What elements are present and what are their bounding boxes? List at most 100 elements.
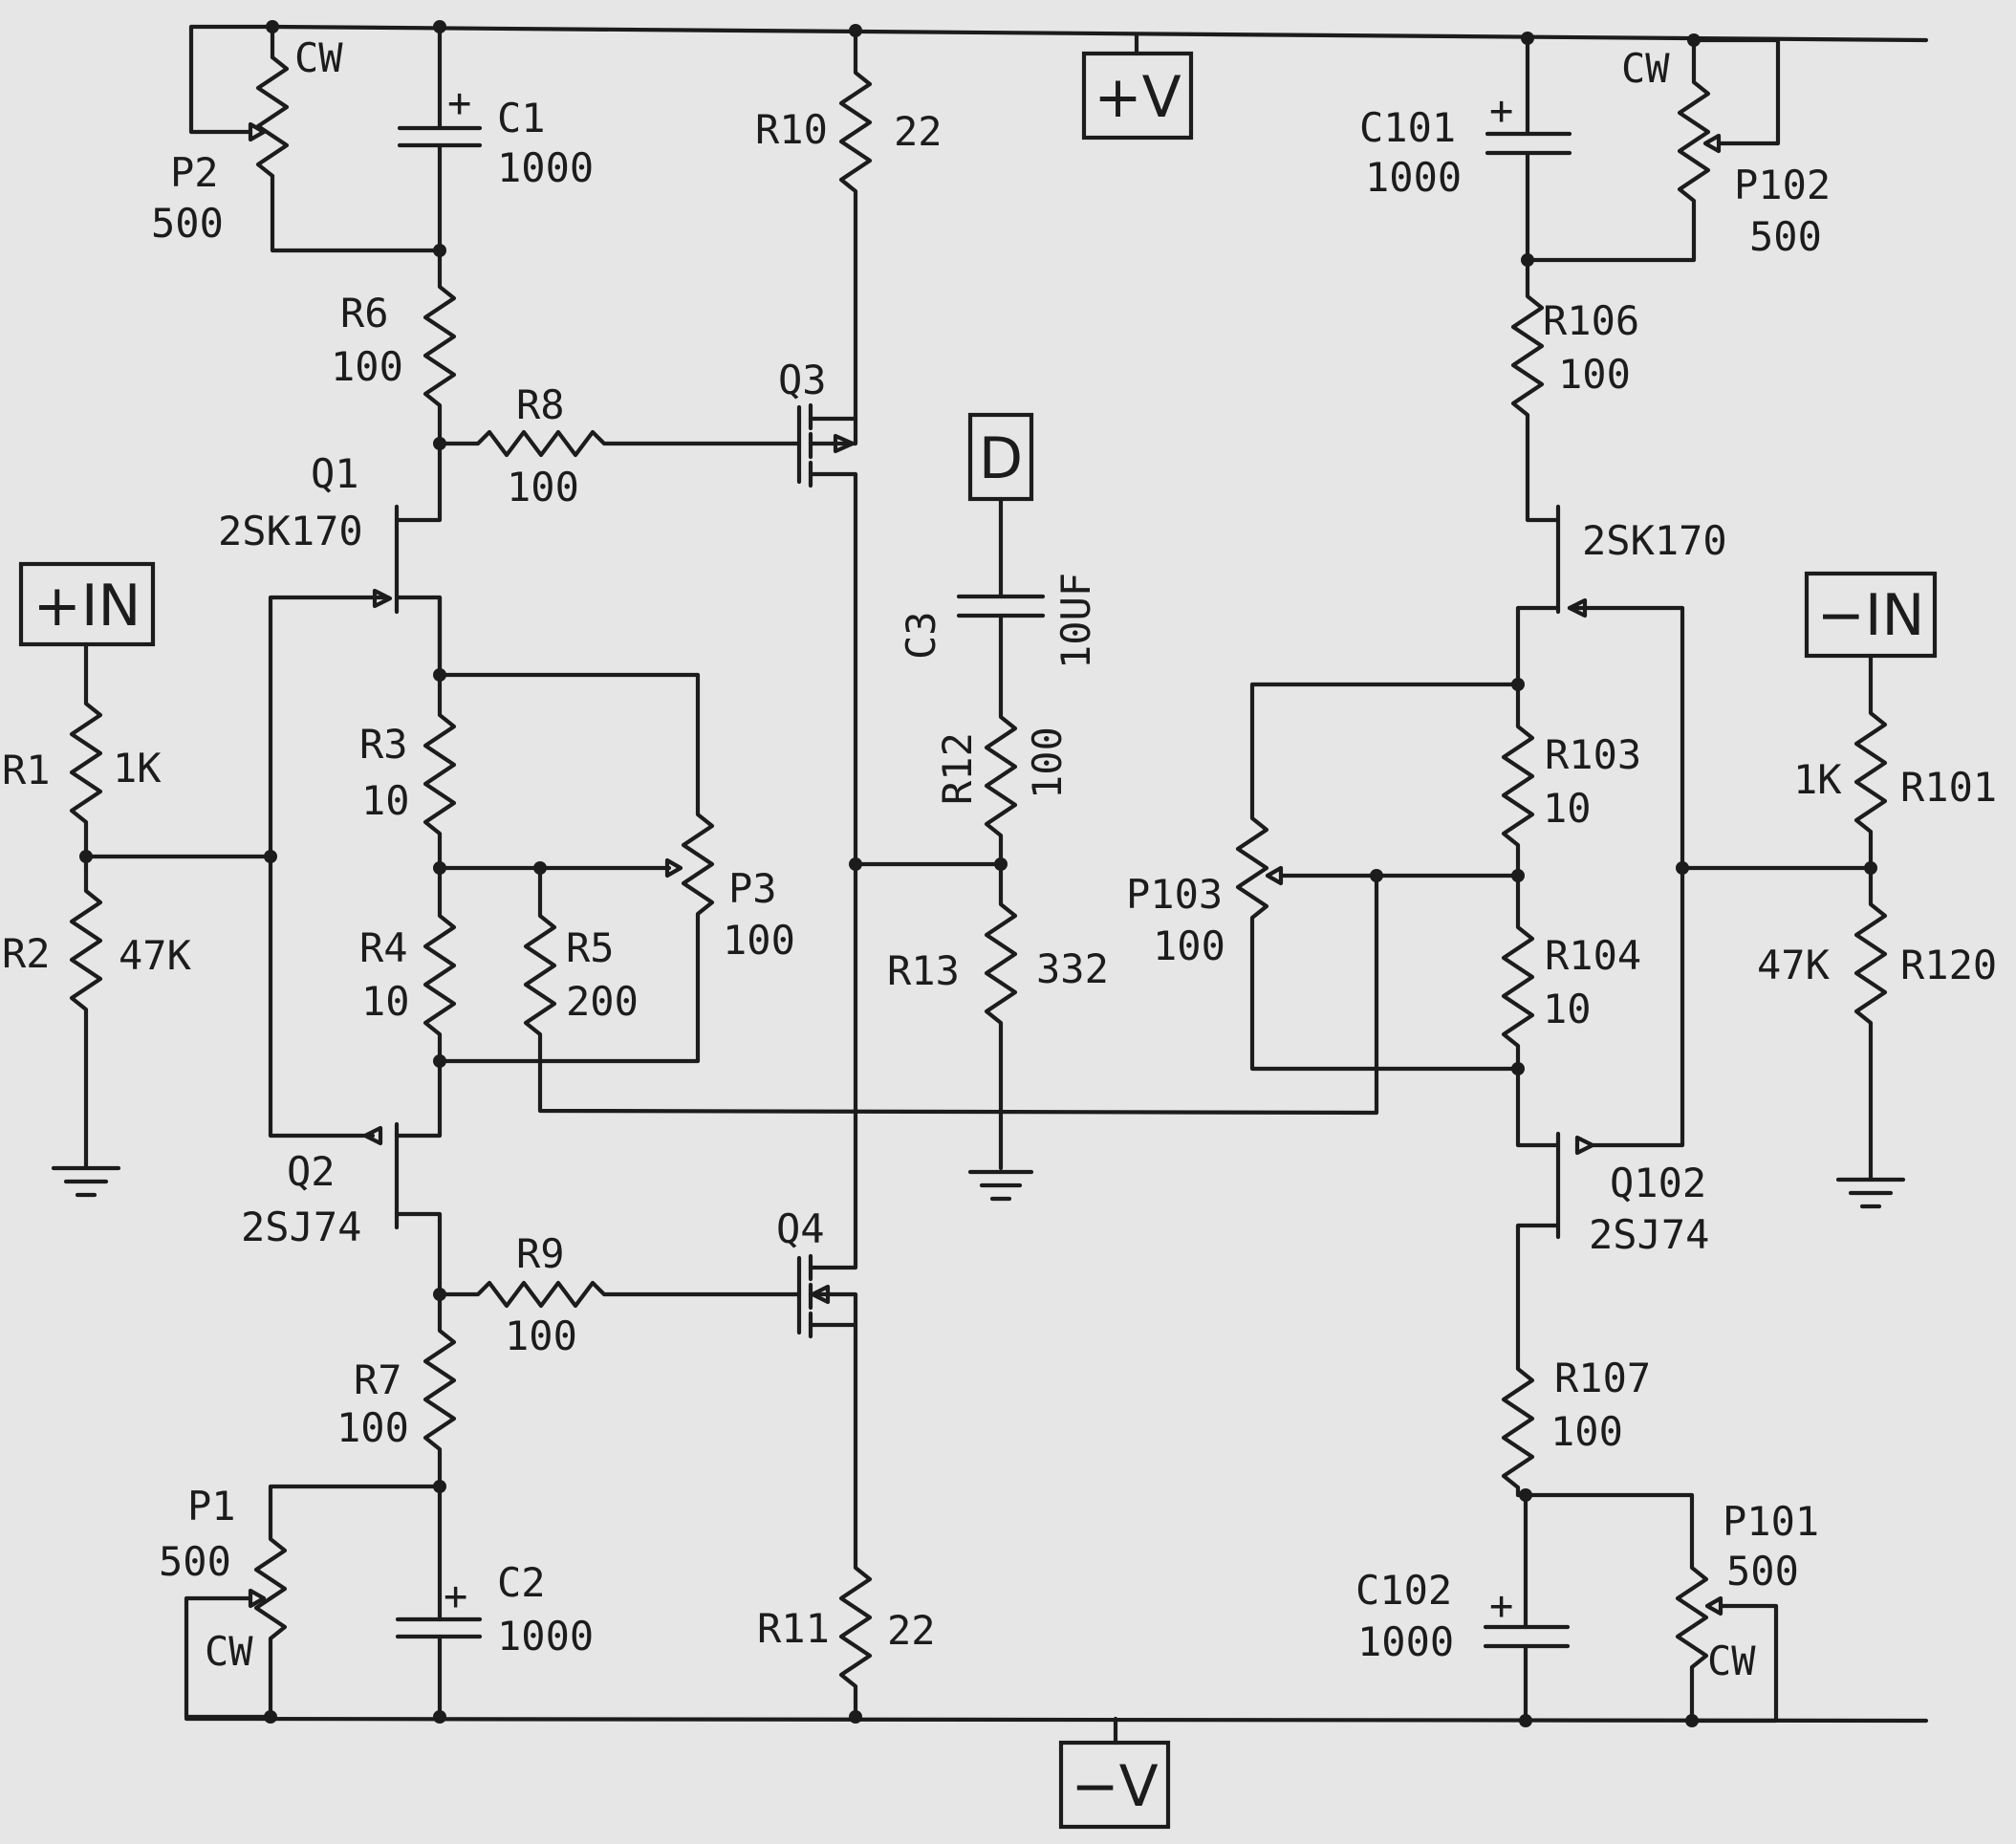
svg-text:R6: R6	[340, 290, 389, 336]
svg-text:C102: C102	[1355, 1567, 1452, 1614]
svg-text:R101: R101	[1900, 764, 1997, 811]
svg-text:1000: 1000	[1365, 154, 1462, 201]
p102-trimmer: CW P102 500	[1525, 37, 1831, 263]
r106-resistor: R106 100	[1510, 257, 1639, 523]
svg-text:R120: R120	[1900, 942, 1997, 988]
r4-resistor: R4 10	[359, 865, 457, 1064]
svg-text:R106: R106	[1543, 297, 1639, 344]
left-source-bus	[268, 595, 390, 1139]
svg-text:22: 22	[894, 108, 943, 155]
svg-text:Q1: Q1	[311, 450, 359, 497]
svg-text:CW: CW	[1621, 45, 1670, 92]
r104-resistor: R104 10	[1501, 873, 1641, 1072]
junction-dots	[79, 20, 1877, 1727]
svg-text:R4: R4	[359, 924, 408, 971]
svg-text:100: 100	[336, 1404, 409, 1451]
q101-transistor: 2SK170	[1515, 504, 1727, 871]
p1-trimmer: P1 500 CW	[159, 1483, 443, 1720]
svg-text:1000: 1000	[497, 1613, 594, 1660]
r5-resistor: R5 200	[523, 865, 1379, 1116]
r7-resistor: R7 100	[336, 1291, 457, 1489]
svg-text:+: +	[1489, 87, 1513, 134]
ground-left	[51, 1165, 121, 1198]
r3-resistor: R3 10	[359, 595, 457, 871]
svg-text:Q4: Q4	[776, 1205, 825, 1252]
c102-capacitor: + C102 1000	[1355, 1492, 1571, 1724]
svg-text:+: +	[444, 1573, 467, 1619]
svg-text:CW: CW	[1707, 1638, 1756, 1684]
r10-resistor: R10 22	[755, 28, 943, 422]
svg-text:R11: R11	[757, 1605, 830, 1652]
c3-capacitor: C3 10UF	[898, 496, 1099, 710]
q2-transistor: Q2 2SJ74	[241, 1058, 443, 1297]
svg-text:+: +	[1489, 1582, 1513, 1629]
svg-text:100: 100	[1550, 1408, 1623, 1455]
r9-resistor: R9 100	[437, 1230, 796, 1359]
r101-resistor: 1K R101	[1793, 653, 1997, 871]
svg-text:R107: R107	[1554, 1355, 1651, 1401]
svg-text:10: 10	[361, 978, 410, 1025]
svg-text:2SK170: 2SK170	[218, 508, 363, 554]
p103-trimmer: P103 100	[1126, 682, 1521, 1072]
svg-text:C2: C2	[497, 1559, 546, 1606]
c2-capacitor: + C2 1000	[395, 1484, 594, 1720]
svg-text:C101: C101	[1359, 104, 1456, 151]
terminal-d: D	[967, 412, 1034, 502]
svg-text:R5: R5	[566, 924, 615, 971]
terminal-neg-in: −IN	[1804, 571, 1938, 659]
r1-resistor: R1 1K	[2, 641, 162, 859]
svg-text:C3: C3	[898, 611, 944, 660]
svg-text:1K: 1K	[113, 745, 162, 792]
svg-text:R2: R2	[2, 930, 51, 977]
svg-text:P2: P2	[170, 149, 219, 196]
svg-text:D: D	[979, 425, 1023, 492]
svg-text:10: 10	[361, 777, 410, 824]
svg-text:R13: R13	[887, 947, 960, 994]
svg-text:500: 500	[1726, 1548, 1799, 1595]
svg-text:500: 500	[159, 1538, 231, 1585]
r2-resistor: R2 47K	[2, 854, 192, 1169]
r6-resistor: R6 100	[331, 248, 457, 446]
svg-text:2SJ74: 2SJ74	[1589, 1211, 1709, 1258]
svg-text:R9: R9	[516, 1230, 565, 1277]
terminal-neg-v: −V	[1058, 1740, 1171, 1830]
svg-text:−V: −V	[1071, 1753, 1158, 1820]
negative-rail	[184, 1716, 1929, 1746]
r103-resistor: R103 10	[1501, 682, 1641, 879]
p3-trimmer: P3 100	[437, 672, 795, 1064]
svg-text:1000: 1000	[1357, 1618, 1454, 1665]
svg-text:332: 332	[1036, 945, 1109, 992]
q1-transistor: Q1 2SK170	[218, 441, 443, 672]
svg-text:2SK170: 2SK170	[1582, 517, 1727, 564]
svg-text:+V: +V	[1094, 64, 1181, 131]
svg-text:−IN: −IN	[1817, 582, 1925, 649]
svg-text:P3: P3	[728, 865, 777, 912]
svg-text:C1: C1	[497, 95, 546, 141]
svg-text:+IN: +IN	[33, 573, 141, 640]
terminal-pos-in: +IN	[18, 561, 156, 647]
svg-text:47K: 47K	[119, 932, 192, 979]
p101-trimmer: P101 500 CW	[1515, 1492, 1819, 1724]
svg-text:R1: R1	[2, 747, 51, 793]
r120-resistor: 47K R120	[1757, 865, 1997, 1181]
svg-text:CW: CW	[205, 1628, 253, 1675]
svg-text:100: 100	[1024, 727, 1071, 799]
svg-text:2SJ74: 2SJ74	[241, 1204, 361, 1250]
svg-text:R103: R103	[1545, 731, 1641, 778]
svg-text:R7: R7	[354, 1356, 402, 1403]
svg-text:100: 100	[1558, 351, 1631, 398]
svg-text:+: +	[447, 79, 471, 126]
svg-text:47K: 47K	[1757, 942, 1831, 988]
r8-resistor: R8 100	[437, 381, 796, 510]
svg-text:100: 100	[507, 464, 579, 510]
svg-text:10: 10	[1543, 986, 1592, 1032]
r107-resistor: R107 100	[1501, 1355, 1651, 1498]
svg-text:500: 500	[151, 200, 224, 247]
r13-resistor: R13 332	[887, 861, 1109, 1171]
svg-text:10: 10	[1543, 785, 1592, 832]
svg-text:R12: R12	[934, 732, 981, 805]
r12-resistor: R12 100	[934, 705, 1071, 867]
ground-right	[1835, 1177, 1906, 1209]
svg-text:CW: CW	[294, 34, 343, 81]
